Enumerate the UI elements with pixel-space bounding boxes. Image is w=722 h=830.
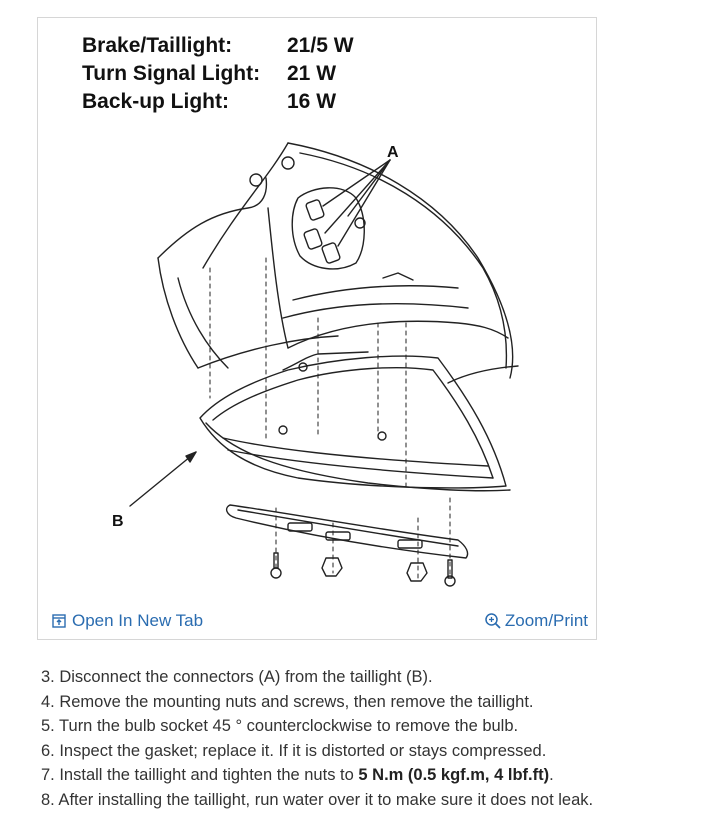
figure-link-bar: Open In New Tab Zoom/Print: [38, 605, 596, 639]
zoom-in-icon: [485, 613, 501, 629]
instruction-steps: 3. Disconnect the connectors (A) from th…: [41, 665, 701, 812]
step-item: 5. Turn the bulb socket 45 ° countercloc…: [41, 717, 519, 735]
step-item: 7. Install the taillight and tighten the…: [41, 763, 701, 788]
figure-card: Brake/Taillight: 21/5 W Turn Signal Ligh…: [37, 17, 597, 640]
step-item: 8. After installing the taillight, run w…: [41, 790, 594, 809]
bulb-value: 16 W: [287, 90, 337, 113]
bulb-value: 21 W: [287, 62, 337, 85]
taillight-diagram: [129, 142, 519, 587]
step-item: 3. Disconnect the connectors (A) from th…: [41, 668, 433, 686]
open-new-tab-link[interactable]: Open In New Tab: [52, 611, 203, 631]
open-new-tab-icon: [52, 614, 66, 628]
step-text: .: [549, 766, 554, 784]
bulb-wattage-table: Brake/Taillight: 21/5 W Turn Signal Ligh…: [82, 32, 354, 116]
zoom-print-link[interactable]: Zoom/Print: [484, 611, 588, 631]
callout-a-label: A: [387, 144, 399, 161]
zoom-print-label: Zoom/Print: [504, 611, 588, 630]
step-text: 7. Install the taillight and tighten the…: [41, 766, 359, 784]
open-new-tab-label: Open In New Tab: [72, 611, 204, 630]
step-item: 4. Remove the mounting nuts and screws, …: [41, 692, 534, 711]
bulb-label: Brake/Taillight:: [82, 34, 233, 57]
bulb-label: Back-up Light:: [82, 90, 229, 113]
callout-b-label: B: [112, 513, 124, 530]
bulb-label: Turn Signal Light:: [82, 62, 261, 85]
bulb-value: 21/5 W: [287, 34, 354, 57]
step-item: 6. Inspect the gasket; replace it. If it…: [41, 741, 547, 760]
bulb-row: Turn Signal Light: 21 W: [82, 60, 354, 88]
bulb-row: Brake/Taillight: 21/5 W: [82, 32, 354, 60]
bulb-row: Back-up Light: 16 W: [82, 88, 354, 116]
torque-spec: 5 N.m (0.5 kgf.m, 4 lbf.ft): [358, 766, 550, 784]
